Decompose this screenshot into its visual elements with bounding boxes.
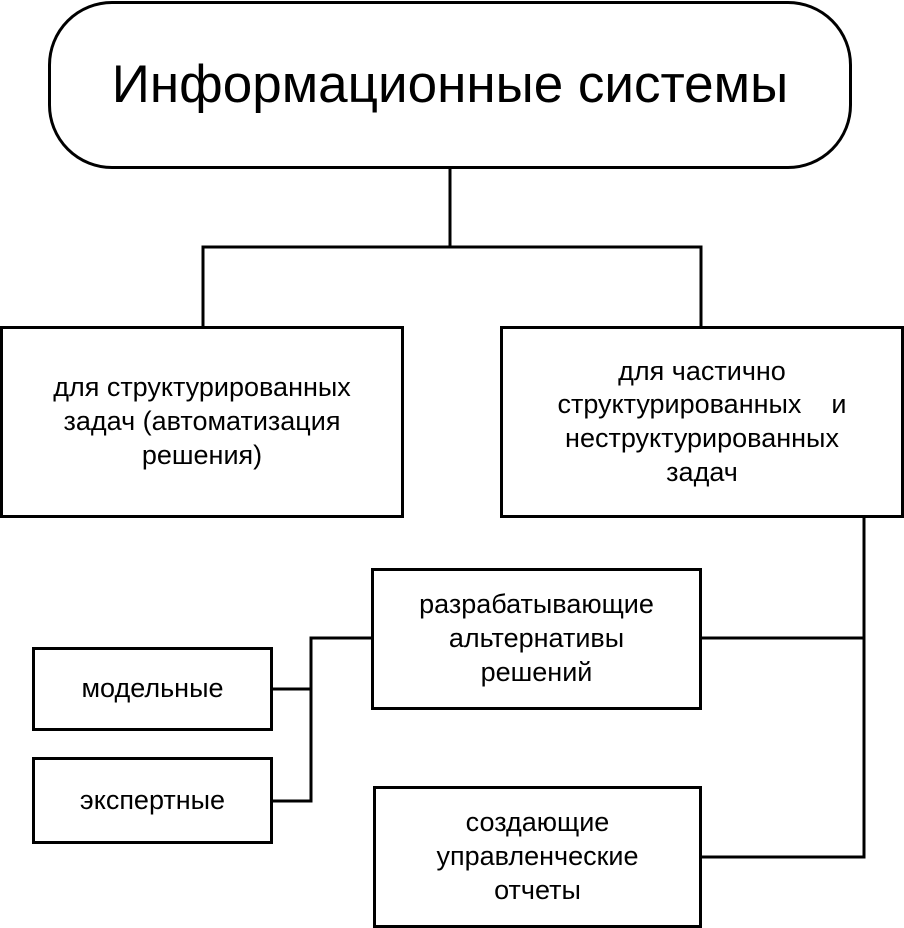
node-alternatives-line-2: альтернативы (448, 623, 625, 654)
node-reports-line-2: управленческие (436, 841, 639, 872)
node-reports-line-3: отчеты (494, 874, 581, 905)
node-structured-line-3: решения) (141, 439, 263, 470)
node-model-systems: модельные (32, 647, 273, 731)
node-structured-line-2: задач (автоматизация (63, 406, 341, 437)
node-management-reports: создающие управленческие отчеты (373, 786, 702, 928)
node-reports-line-1: создающие (465, 807, 610, 838)
root-node-information-systems: Информационные системы (48, 1, 852, 169)
node-model-label: модельные (81, 673, 224, 704)
node-expert-systems: экспертные (32, 757, 273, 844)
node-semi-structured-tasks: для частично структурированных и неструк… (500, 326, 904, 518)
root-node-label: Информационные системы (111, 54, 789, 114)
node-alternatives-line-3: решений (480, 656, 593, 687)
node-semi-line-3: неструктурированных (565, 423, 839, 453)
node-semi-line-2: структурированных и (557, 389, 847, 420)
node-structured-line-1: для структурированных (53, 372, 351, 403)
node-semi-line-1: для частично (618, 355, 786, 386)
node-decision-alternatives: разрабатывающие альтернативы решений (371, 568, 702, 710)
node-alternatives-line-1: разрабатывающие (419, 589, 654, 620)
node-expert-label: экспертные (79, 784, 226, 815)
node-semi-line-4: задач (666, 456, 738, 487)
node-structured-tasks: для структурированных задач (автоматизац… (0, 326, 404, 518)
